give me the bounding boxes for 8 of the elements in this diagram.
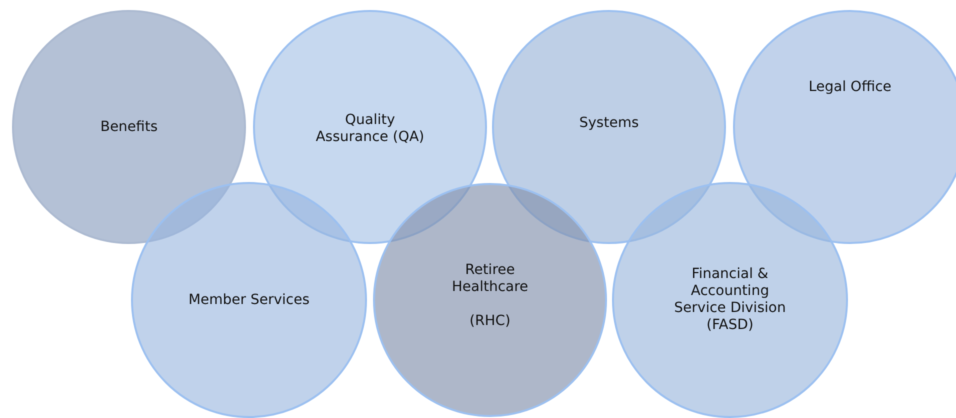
circle-label: Legal Office xyxy=(808,78,892,96)
circle-label: Quality Assurance (QA) xyxy=(315,112,425,146)
circle-label: Systems xyxy=(578,114,640,132)
circle-label: Retiree Healthcare xyxy=(450,262,530,296)
circle-label: (RHC) xyxy=(468,313,512,330)
circle-label: Member Services xyxy=(187,292,311,308)
circle-label: Benefits xyxy=(99,118,159,136)
circle-label: Financial & Accounting Service Division (FASD) xyxy=(673,266,787,334)
